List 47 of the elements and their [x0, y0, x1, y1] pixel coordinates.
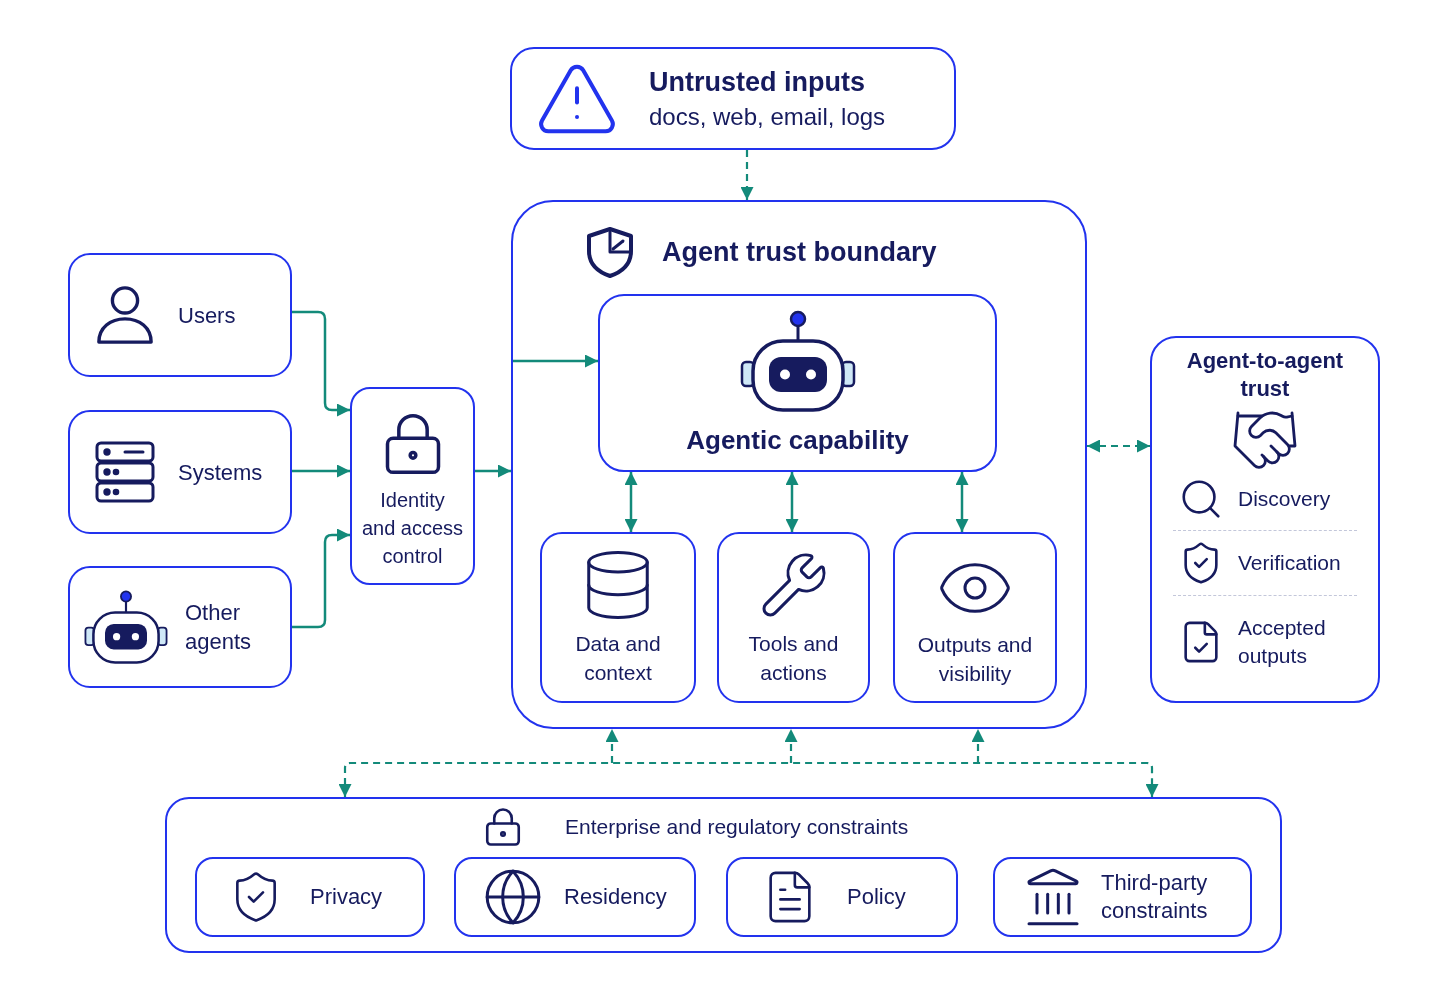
box-label: Data and context	[574, 631, 662, 686]
arrow	[292, 464, 350, 478]
list-item: Discovery	[1238, 486, 1331, 512]
box-title: Untrusted inputs	[649, 65, 866, 99]
panel-title: Agent-to-agent trust	[1185, 347, 1345, 403]
constraints-panel	[165, 797, 1282, 953]
source-box	[68, 410, 292, 534]
box-label: Tools and actions	[747, 631, 840, 686]
dashed-double-arrow	[338, 729, 1159, 797]
box-label: Users	[178, 301, 236, 330]
double-arrow	[785, 472, 799, 532]
box-label: Agentic capability	[686, 424, 909, 456]
box-label: Outputs and visibility	[916, 632, 1034, 687]
arrow	[292, 310, 350, 417]
box-label: Systems	[178, 458, 263, 487]
component-box	[717, 532, 870, 703]
panel-title: Enterprise and regulatory constraints	[565, 814, 909, 840]
box-label: Other agents	[185, 599, 253, 656]
constraint-box	[454, 857, 696, 937]
arrow	[292, 528, 350, 629]
list-item: Accepted outputs	[1238, 615, 1327, 669]
list-item: Verification	[1238, 550, 1341, 576]
dashed-double-arrow	[1087, 439, 1150, 453]
box-subtitle: docs, web, email, logs	[649, 101, 886, 132]
source-box	[68, 566, 292, 688]
box-label: Policy	[847, 883, 906, 911]
source-box	[68, 253, 292, 377]
component-box	[540, 532, 696, 703]
box-label: Third-party constraints	[1101, 869, 1209, 925]
component-box	[893, 532, 1057, 703]
constraint-box	[993, 857, 1252, 937]
panel-title: Agent trust boundary	[662, 236, 937, 269]
boundary-panel	[511, 200, 1087, 729]
box-label: Identity and access control	[361, 488, 464, 569]
arrow	[475, 464, 511, 478]
input-box	[510, 47, 956, 150]
dashed-arrow	[740, 150, 754, 200]
box-label: Privacy	[310, 883, 383, 911]
gate-box	[350, 387, 475, 585]
constraint-box	[195, 857, 425, 937]
double-arrow	[624, 472, 638, 532]
constraint-box	[726, 857, 958, 937]
arrow	[511, 354, 598, 368]
trust-panel	[1150, 336, 1380, 703]
capability-box	[598, 294, 997, 472]
box-label: Residency	[564, 883, 667, 911]
double-arrow	[955, 472, 969, 532]
